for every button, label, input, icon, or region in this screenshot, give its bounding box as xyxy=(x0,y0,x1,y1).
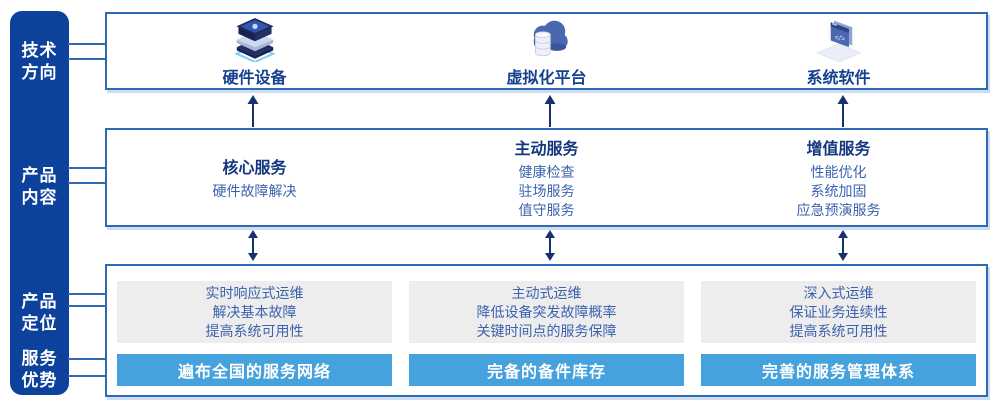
double-arrow-icon xyxy=(838,230,848,261)
svg-text:</>: </> xyxy=(833,33,845,44)
service-item: 性能优化 xyxy=(810,164,867,180)
up-arrow-icon xyxy=(544,95,556,127)
positioning-line: 提高系统可用性 xyxy=(205,322,304,339)
sidebar-label-product-positioning: 产品 定位 xyxy=(10,291,69,335)
service-item: 应急预演服务 xyxy=(796,202,881,218)
positioning-line: 深入式运维 xyxy=(803,284,874,301)
connector-line xyxy=(68,358,107,360)
service-title: 增值服务 xyxy=(806,141,871,158)
cloud-database-icon xyxy=(533,20,568,57)
sidebar-label-line: 内容 xyxy=(21,188,58,207)
advantage-bar: 遍布全国的服务网络 xyxy=(117,354,392,386)
service-title: 核心服务 xyxy=(222,160,287,177)
sidebar-label-line: 优势 xyxy=(21,371,58,390)
tech-column-system-software: </> 系统软件 xyxy=(701,14,976,88)
service-column-core: 核心服务 硬件故障解决 xyxy=(117,130,392,225)
sidebar-label-service-advantage: 服务 优势 xyxy=(10,348,69,392)
positioning-column-deep: 深入式运维 保证业务连续性 提高系统可用性 完善的服务管理体系 xyxy=(701,266,976,395)
positioning-column-proactive: 主动式运维 降低设备突发故障概率 关键时间点的服务保障 完备的备件库存 xyxy=(409,266,684,395)
double-arrow-icon xyxy=(248,230,258,261)
tech-column-hardware: 硬件设备 xyxy=(117,14,392,88)
tech-direction-panel: 硬件设备 虚拟化平台 xyxy=(105,12,988,90)
tech-column-virtualization: 虚拟化平台 xyxy=(409,14,684,88)
tech-label: 系统软件 xyxy=(806,70,871,87)
service-item: 健康检查 xyxy=(518,164,575,180)
product-positioning-panel: 实时响应式运维 解决基本故障 提高系统可用性 遍布全国的服务网络 主动式运维 降… xyxy=(105,264,988,397)
advantage-bar: 完备的备件库存 xyxy=(409,354,684,386)
positioning-line: 保证业务连续性 xyxy=(789,303,888,320)
category-sidebar: 技术 方向 产品 内容 产品 定位 服务 优势 xyxy=(10,11,69,395)
service-item: 驻场服务 xyxy=(518,183,575,199)
service-column-value-added: 增值服务 性能优化 系统加固 应急预演服务 xyxy=(701,130,976,225)
positioning-line: 主动式运维 xyxy=(511,284,582,301)
connector-line xyxy=(68,182,107,184)
sidebar-label-line: 服务 xyxy=(21,349,58,368)
sidebar-label-product-content: 产品 内容 xyxy=(10,165,69,209)
positioning-line: 实时响应式运维 xyxy=(205,284,304,301)
positioning-line: 降低设备突发故障概率 xyxy=(476,303,617,320)
service-item: 值守服务 xyxy=(518,202,575,218)
connector-line xyxy=(68,58,107,60)
product-content-panel: 核心服务 硬件故障解决 主动服务 健康检查 驻场服务 值守服务 增值服务 性能优… xyxy=(105,128,988,227)
code-window-icon: </> xyxy=(815,20,862,62)
sidebar-label-line: 定位 xyxy=(21,314,58,333)
positioning-panel: 实时响应式运维 解决基本故障 提高系统可用性 xyxy=(117,281,392,343)
positioning-column-realtime: 实时响应式运维 解决基本故障 提高系统可用性 遍布全国的服务网络 xyxy=(117,266,392,395)
sidebar-label-line: 产品 xyxy=(21,292,58,311)
positioning-line: 关键时间点的服务保障 xyxy=(476,322,617,339)
tech-label: 硬件设备 xyxy=(222,70,287,87)
positioning-panel: 深入式运维 保证业务连续性 提高系统可用性 xyxy=(701,281,976,343)
positioning-panel: 主动式运维 降低设备突发故障概率 关键时间点的服务保障 xyxy=(409,281,684,343)
double-arrow-icon xyxy=(545,230,555,261)
sidebar-label-line: 技术 xyxy=(21,41,58,60)
tech-label: 虚拟化平台 xyxy=(506,70,587,87)
positioning-line: 解决基本故障 xyxy=(212,303,297,320)
service-column-proactive: 主动服务 健康检查 驻场服务 值守服务 xyxy=(409,130,684,225)
connector-line xyxy=(68,375,107,377)
service-item: 硬件故障解决 xyxy=(212,183,297,199)
up-arrow-icon xyxy=(247,95,259,127)
sidebar-label-line: 方向 xyxy=(21,63,58,82)
service-item: 系统加固 xyxy=(810,183,867,199)
positioning-line: 提高系统可用性 xyxy=(789,322,888,339)
sidebar-label-tech-direction: 技术 方向 xyxy=(10,40,69,84)
connector-line xyxy=(68,167,107,169)
advantage-bar: 完善的服务管理体系 xyxy=(701,354,976,386)
connector-line xyxy=(68,293,107,295)
up-arrow-icon xyxy=(837,95,849,127)
server-stack-icon xyxy=(233,18,276,62)
connector-line xyxy=(68,43,107,45)
connector-line xyxy=(68,305,107,307)
service-title: 主动服务 xyxy=(514,141,579,158)
sidebar-label-line: 产品 xyxy=(21,166,58,185)
